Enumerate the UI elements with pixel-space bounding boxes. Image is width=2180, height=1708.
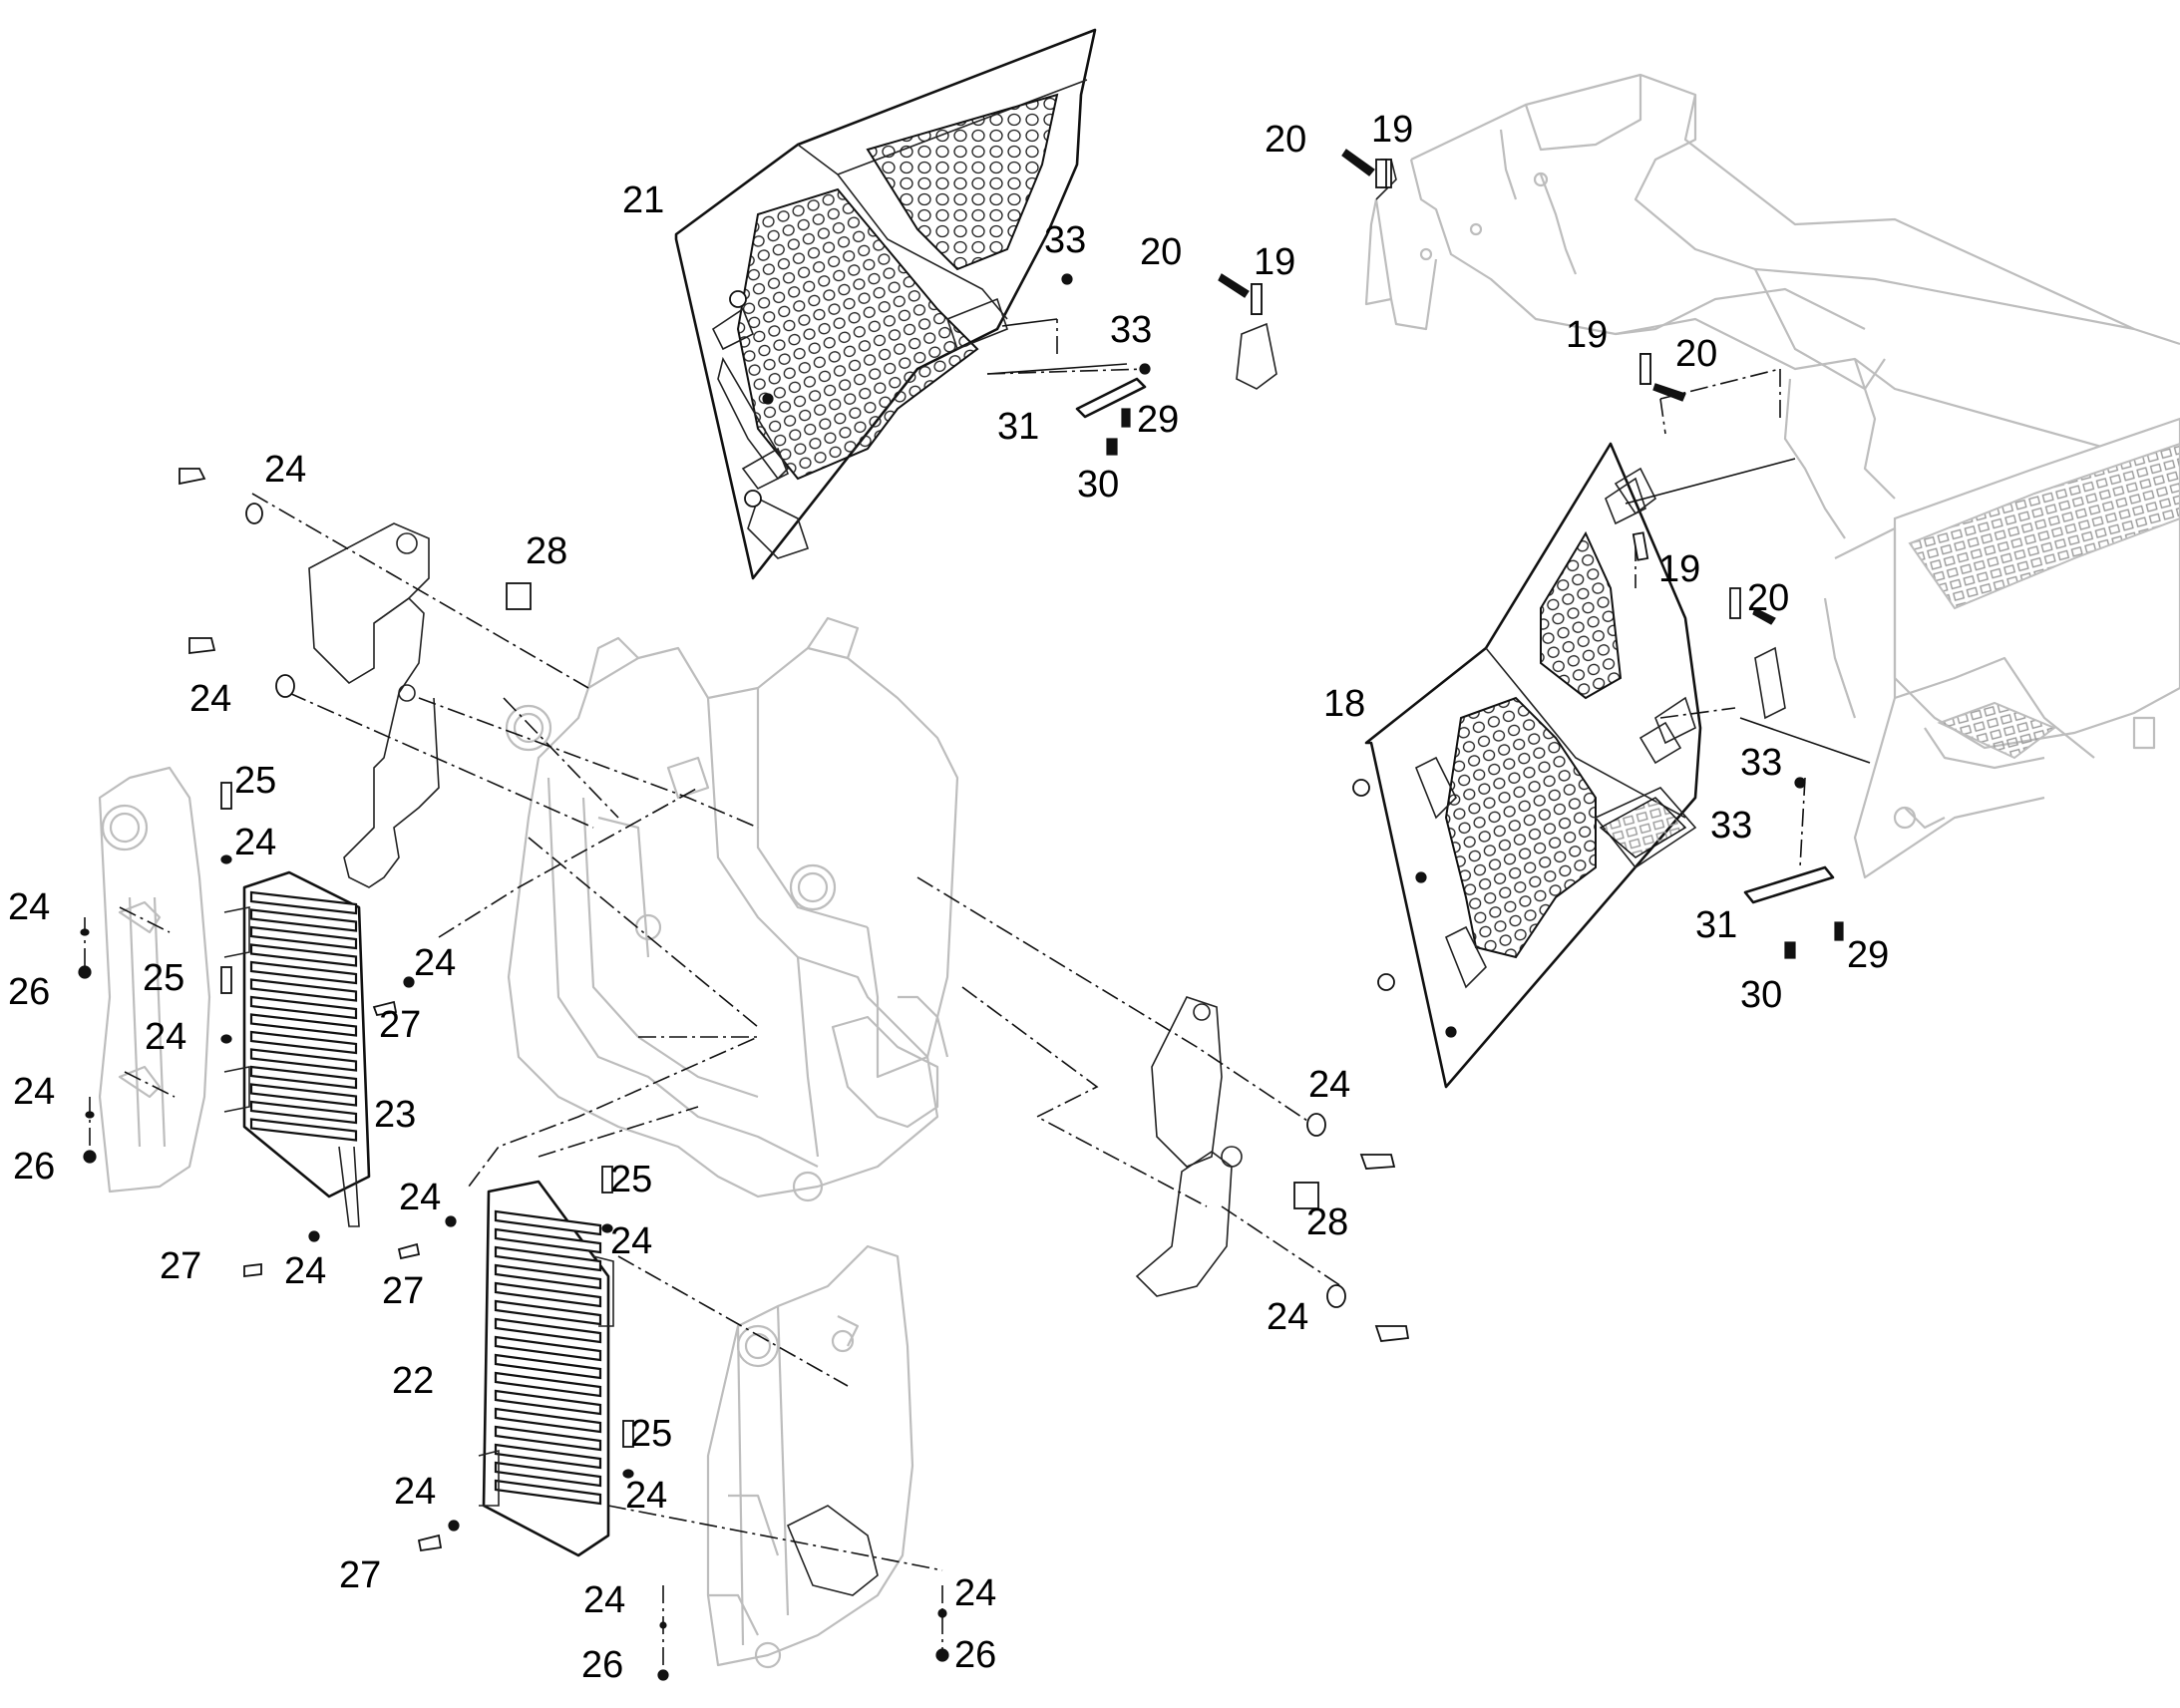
callout-20: 20 bbox=[1140, 231, 1182, 273]
grille-slat bbox=[494, 1335, 602, 1362]
grille-slat bbox=[494, 1479, 602, 1506]
callout-19: 19 bbox=[1566, 314, 1608, 356]
part-18-side-screen-panel bbox=[1352, 442, 1702, 1089]
callout-19: 19 bbox=[1658, 548, 1700, 590]
callout-27: 27 bbox=[339, 1554, 381, 1596]
callout-29: 29 bbox=[1847, 934, 1889, 976]
callout-33: 33 bbox=[1044, 219, 1086, 261]
assembly-leader-lines bbox=[84, 318, 1871, 1665]
grille-slat bbox=[249, 1065, 358, 1090]
grille-slat bbox=[494, 1245, 602, 1272]
loader-frame-ghost-bottom bbox=[706, 1244, 914, 1669]
callout-33: 33 bbox=[1710, 805, 1752, 847]
grille-slat bbox=[494, 1227, 602, 1254]
grille-slat bbox=[249, 908, 358, 932]
grille-slat bbox=[494, 1407, 602, 1434]
loader-frame-ghost-center bbox=[505, 616, 959, 1202]
callout-21: 21 bbox=[622, 179, 664, 221]
grille-slat bbox=[249, 995, 358, 1020]
callout-25: 25 bbox=[234, 760, 276, 802]
callout-24: 24 bbox=[583, 1579, 625, 1621]
callout-26: 26 bbox=[13, 1146, 55, 1188]
callout-23: 23 bbox=[374, 1094, 416, 1136]
callout-24: 24 bbox=[399, 1177, 441, 1218]
right-mounting-bracket bbox=[1135, 996, 1243, 1297]
callout-25: 25 bbox=[630, 1413, 672, 1455]
callout-31: 31 bbox=[1695, 904, 1737, 946]
grille-slat bbox=[249, 1083, 358, 1107]
grille-slat bbox=[249, 1048, 358, 1072]
grille-slat bbox=[494, 1371, 602, 1398]
callout-25: 25 bbox=[610, 1159, 652, 1200]
callout-24: 24 bbox=[414, 942, 456, 984]
callout-30: 30 bbox=[1077, 464, 1119, 506]
grille-slat bbox=[249, 1100, 358, 1125]
callout-24: 24 bbox=[234, 822, 276, 863]
part-callouts: 21 33 33 31 29 30 20 19 20 19 19 20 19 2… bbox=[8, 109, 1889, 1686]
callout-20: 20 bbox=[1675, 333, 1717, 375]
callout-33: 33 bbox=[1110, 309, 1152, 351]
callout-30: 30 bbox=[1740, 974, 1782, 1016]
grille-slat bbox=[494, 1425, 602, 1452]
grille-slat bbox=[249, 1030, 358, 1055]
grille-slat bbox=[494, 1317, 602, 1344]
grille-slat bbox=[249, 1118, 358, 1142]
callout-27: 27 bbox=[382, 1270, 424, 1312]
loader-frame-ghost-right bbox=[1364, 73, 2180, 879]
grille-slat bbox=[249, 978, 358, 1002]
callout-28: 28 bbox=[526, 530, 567, 572]
callout-33: 33 bbox=[1740, 742, 1782, 784]
grille-slat bbox=[494, 1281, 602, 1308]
callout-26: 26 bbox=[954, 1634, 996, 1676]
part-23-grille bbox=[223, 870, 371, 1227]
grille-slat bbox=[494, 1353, 602, 1380]
loader-frame-ghost-left bbox=[98, 766, 211, 1194]
callout-24: 24 bbox=[8, 886, 50, 928]
grille-slat bbox=[494, 1263, 602, 1290]
callout-24: 24 bbox=[13, 1071, 55, 1113]
callout-24: 24 bbox=[954, 1572, 996, 1614]
callout-24: 24 bbox=[394, 1471, 436, 1513]
part-21-rear-screen-panel bbox=[674, 28, 1097, 580]
callout-24: 24 bbox=[189, 678, 231, 720]
callout-24: 24 bbox=[625, 1475, 667, 1517]
callout-29: 29 bbox=[1137, 399, 1179, 441]
callout-24: 24 bbox=[1308, 1064, 1350, 1106]
grille-slat bbox=[494, 1461, 602, 1488]
grille-slat bbox=[249, 943, 358, 967]
callout-26: 26 bbox=[8, 971, 50, 1013]
callout-24: 24 bbox=[610, 1220, 652, 1262]
callout-19: 19 bbox=[1371, 109, 1413, 151]
fastener-hardware bbox=[78, 149, 1844, 1681]
callout-24: 24 bbox=[1267, 1296, 1308, 1338]
callout-26: 26 bbox=[581, 1644, 623, 1686]
grille-slat bbox=[494, 1299, 602, 1326]
callout-20: 20 bbox=[1265, 119, 1306, 161]
lower-bracket bbox=[786, 1505, 879, 1596]
callout-28: 28 bbox=[1306, 1201, 1348, 1243]
grille-slat bbox=[249, 890, 358, 915]
callout-24: 24 bbox=[284, 1250, 326, 1292]
callout-22: 22 bbox=[392, 1360, 434, 1402]
callout-24: 24 bbox=[264, 449, 306, 491]
callout-25: 25 bbox=[143, 957, 184, 999]
grille-slat bbox=[494, 1209, 602, 1236]
callout-24: 24 bbox=[145, 1016, 186, 1058]
part-22-grille bbox=[478, 1180, 614, 1557]
grille-slat bbox=[494, 1389, 602, 1416]
grille-slat bbox=[249, 925, 358, 950]
callout-31: 31 bbox=[997, 406, 1039, 448]
grille-slat bbox=[249, 960, 358, 985]
callout-27: 27 bbox=[379, 1004, 421, 1046]
upper-left-mounting-bracket bbox=[308, 522, 440, 888]
callout-18: 18 bbox=[1323, 683, 1365, 725]
callout-19: 19 bbox=[1254, 241, 1295, 283]
callout-20: 20 bbox=[1747, 577, 1789, 619]
callout-27: 27 bbox=[160, 1245, 201, 1287]
grille-slat bbox=[249, 1013, 358, 1037]
